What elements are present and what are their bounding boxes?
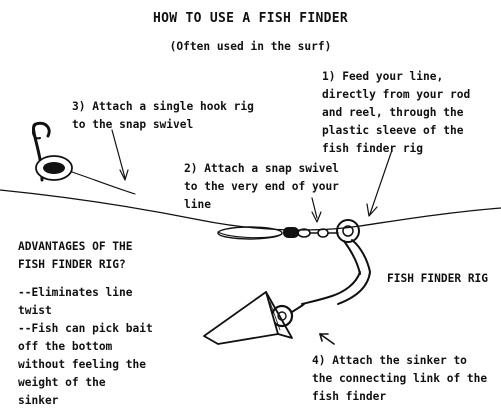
fish-finder-rig-label: FISH FINDER RIG — [387, 272, 489, 285]
pyramid-sinker-icon — [203, 291, 293, 345]
page-subtitle: (Often used in the surf) — [169, 40, 332, 53]
step-2-text: 2) Attach a snap swivel to the very end … — [184, 162, 339, 211]
step-4-text: 4) Attach the sinker to the connecting l… — [312, 354, 488, 403]
advantages-list: --Eliminates line twist --Fish can pick … — [18, 286, 153, 407]
step-1-text: 1) Feed your line, directly from your ro… — [322, 70, 471, 155]
step-3-text: 3) Attach a single hook rig to the snap … — [72, 100, 254, 131]
arrow-step1-icon — [366, 149, 393, 217]
arrow-step3-icon — [111, 129, 129, 181]
page-title: HOW TO USE A FISH FINDER — [152, 11, 349, 26]
snap-swivel-icon — [283, 227, 339, 238]
hook-and-bait-icon — [32, 121, 136, 195]
arrow-step4-icon — [319, 333, 335, 345]
arrow-step2-icon — [311, 197, 322, 223]
single-hook-rig-link — [217, 226, 283, 240]
advantages-heading: ADVANTAGES OF THE FISH FINDER RIG? — [18, 240, 133, 271]
